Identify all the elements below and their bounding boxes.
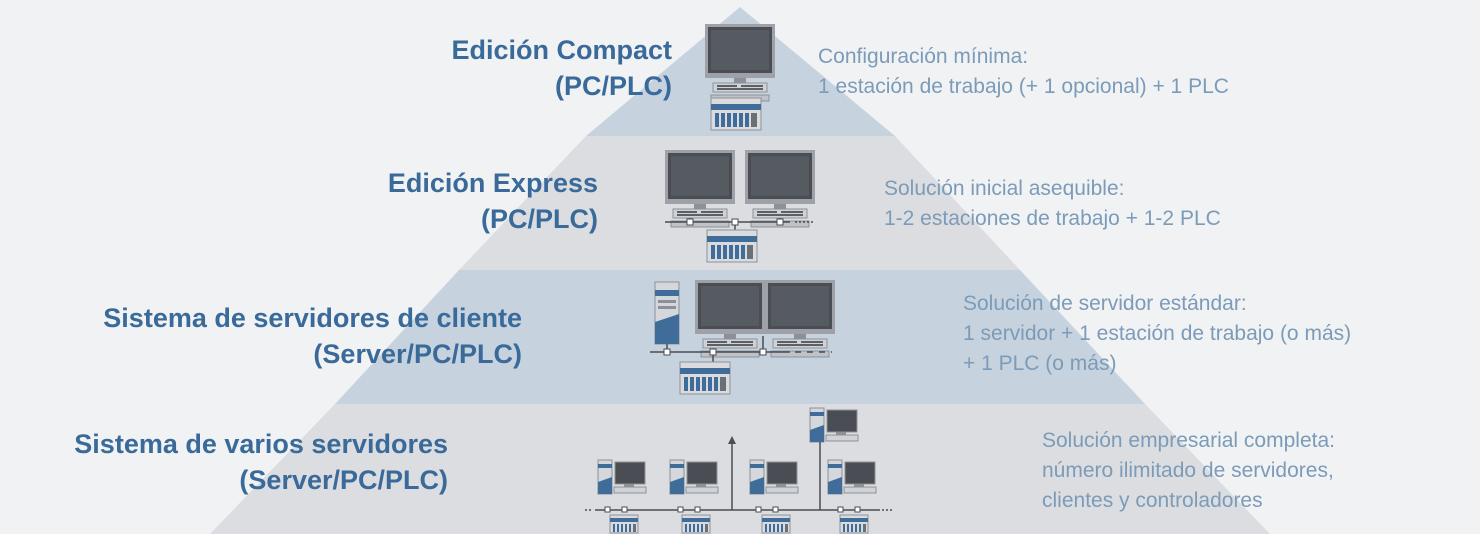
band-express [459, 136, 1020, 270]
express-workstation-icon-2 [744, 149, 816, 228]
tier-client-server-title: Sistema de servidores de cliente (Server… [103, 300, 522, 372]
multi-server-network-lines [585, 436, 892, 513]
client-server-workstation-icon-1 [694, 279, 766, 358]
tier-title-line: Edición Compact [451, 35, 672, 65]
tier-desc-line: Configuración mínima: [818, 45, 1029, 68]
compact-plc-icon [710, 97, 762, 131]
band-multi-server [210, 404, 1270, 534]
tier-desc-line: clientes y controladores [1042, 489, 1263, 512]
client-server-server-icon [654, 281, 680, 345]
tier-desc-line: número ilimitado de servidores, [1042, 459, 1334, 482]
tier-express-description: Solución inicial asequible: 1-2 estacion… [884, 174, 1221, 234]
tier-title-line: Sistema de varios servidores [74, 429, 448, 459]
tier-title-line: (PC/PLC) [481, 204, 598, 234]
tier-title-line: Sistema de servidores de cliente [103, 303, 522, 333]
compact-workstation-icon [704, 23, 776, 102]
tier-title-line: (PC/PLC) [555, 71, 672, 101]
tier-desc-line: + 1 PLC (o más) [963, 352, 1117, 375]
multi-server-top-server-icon [809, 407, 859, 443]
express-workstation-icon-1 [664, 149, 736, 228]
client-server-plc-icon [679, 361, 731, 395]
tier-multi-server-description: Solución empresarial completa: número il… [1042, 426, 1335, 516]
tier-desc-line: 1 estación de trabajo (+ 1 opcional) + 1… [818, 75, 1229, 98]
tier-title-line: (Server/PC/PLC) [313, 339, 522, 369]
band-client-server [335, 270, 1145, 404]
tier-multi-server-title: Sistema de varios servidores (Server/PC/… [74, 426, 448, 498]
tier-desc-line: Solución empresarial completa: [1042, 429, 1335, 452]
tier-client-server-description: Solución de servidor estándar: 1 servido… [963, 289, 1351, 379]
tier-title-line: Edición Express [387, 168, 598, 198]
client-server-workstation-icon-2 [764, 279, 836, 358]
tier-compact-title: Edición Compact (PC/PLC) [451, 32, 672, 104]
tier-desc-line: Solución de servidor estándar: [963, 292, 1247, 315]
tier-express-title: Edición Express (PC/PLC) [388, 165, 598, 237]
tier-title-line: (Server/PC/PLC) [239, 465, 448, 495]
client-server-network-line [650, 336, 832, 362]
express-network-line [665, 218, 815, 232]
tier-compact-description: Configuración mínima: 1 estación de trab… [818, 42, 1229, 102]
tier-desc-line: 1 servidor + 1 estación de trabajo (o má… [963, 322, 1352, 345]
express-plc-icon [706, 229, 758, 263]
tier-desc-line: 1-2 estaciones de trabajo + 1-2 PLC [884, 207, 1221, 230]
tier-desc-line: Solución inicial asequible: [884, 177, 1125, 200]
